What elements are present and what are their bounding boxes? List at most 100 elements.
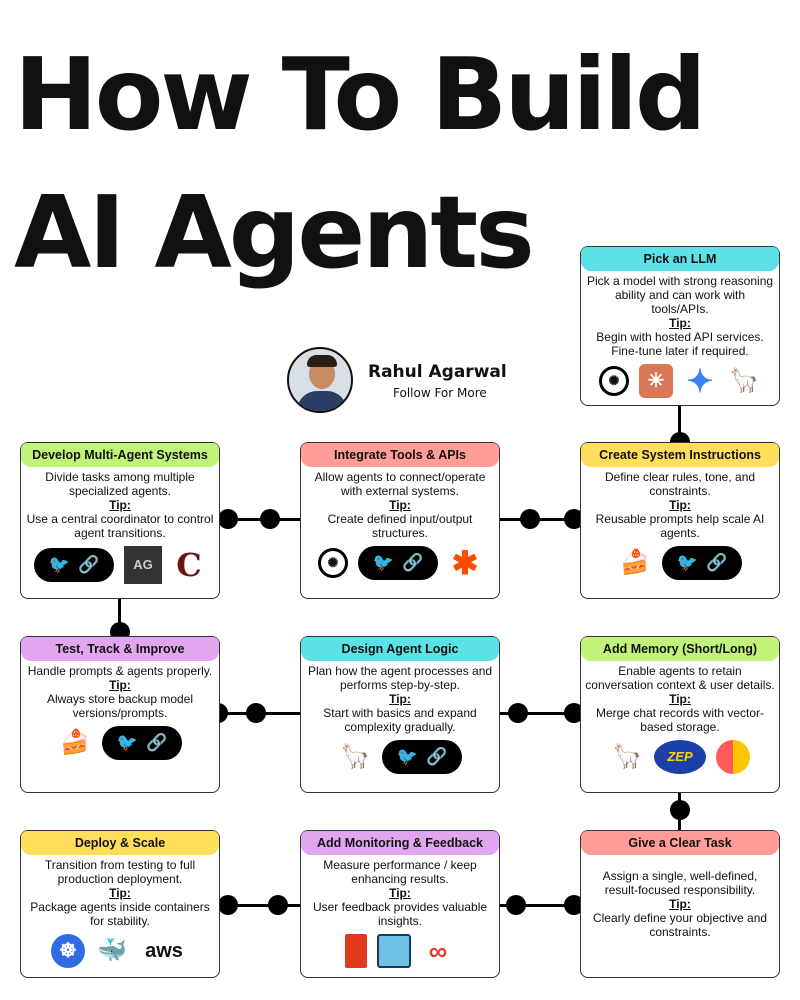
tip-label: Tip: [109,886,131,900]
step-description: Assign a single, well-defined, result-fo… [602,869,758,897]
tool-icons: 🐦🔗 AG C [21,546,219,584]
tool-icons: ∞ [301,934,499,968]
tip-text: Use a central coordinator to control age… [26,512,214,540]
langchain-icon: 🐦🔗 [358,546,438,580]
step-card: Deploy & Scale Transition from testing t… [20,830,220,978]
step-card: Add Monitoring & Feedback Measure perfor… [300,830,500,978]
tool-icons: ✺ 🐦🔗 ✱ [301,546,499,580]
langchain-icon: 🐦🔗 [382,740,462,774]
zapier-icon: ✱ [451,545,479,581]
step-title: Give a Clear Task [581,831,779,855]
step-description: Measure performance / keep enhancing res… [323,858,477,886]
step-card: Give a Clear Task Assign a single, well-… [580,830,780,978]
author-avatar[interactable] [287,347,353,413]
step-card: Develop Multi-Agent Systems Divide tasks… [20,442,220,599]
llama-icon: 🦙 [340,743,370,770]
tip-label: Tip: [389,692,411,706]
step-description: Divide tasks among multiple specialized … [45,470,195,498]
tip-text: User feedback provides valuable insights… [312,900,488,928]
openai-icon: ✺ [318,548,348,578]
langchain-icon: 🐦🔗 [34,548,114,582]
gemini-icon: ✦ [686,363,714,399]
tip-label: Tip: [669,316,691,330]
step-description: Pick a model with strong reasoning abili… [586,274,774,316]
step-card: Design Agent Logic Plan how the agent pr… [300,636,500,793]
step-title: Add Memory (Short/Long) [581,637,779,661]
connector-dot [564,703,584,723]
step-description: Handle prompts & agents properly. [27,664,213,678]
docker-icon: 🐳 [97,937,127,964]
follow-cta: Follow For More [393,386,487,400]
tool-icons: 🦙 🐦🔗 [301,740,499,774]
step-title: Pick an LLM [581,247,779,271]
step-title: Integrate Tools & APIs [301,443,499,467]
connector-dot [218,509,238,529]
autogen-icon: AG [124,546,162,584]
tip-text: Clearly define your objective and constr… [592,911,768,939]
connector [500,712,580,715]
connector [118,598,121,638]
connector-dot [564,509,584,529]
tip-label: Tip: [669,498,691,512]
connector-dot [508,703,528,723]
tool-icons: 🦙 ZEP [581,740,779,774]
tip-text: Create defined input/output structures. [327,512,473,540]
claude-icon: ✳ [639,364,673,398]
connector-dot [564,895,584,915]
step-title: Design Agent Logic [301,637,499,661]
connector-dot [670,800,690,820]
openai-icon: ✺ [599,366,629,396]
connector [678,404,681,444]
connector-dot [520,509,540,529]
tip-label: Tip: [669,692,691,706]
step-description: Transition from testing to full producti… [44,858,196,886]
tip-text: Reusable prompts help scale AI agents. [595,512,765,540]
step-title: Create System Instructions [581,443,779,467]
tip-text: Always store backup model versions/promp… [46,692,194,720]
tool-icons: 🍰 🐦🔗 [21,726,219,760]
crewai-icon: C [176,546,202,584]
title-line-2: AI Agents [14,174,535,291]
letta-llama-icon: 🦙 [612,743,642,770]
connector-dot [268,895,288,915]
kubernetes-icon: ☸ [51,934,85,968]
tip-label: Tip: [669,897,691,911]
step-description: Define clear rules, tone, and constraint… [604,470,756,498]
langchain-icon: 🐦🔗 [102,726,182,760]
tip-label: Tip: [109,498,131,512]
step-description: Allow agents to connect/operate with ext… [314,470,486,498]
connector-dot [506,895,526,915]
tool-icons: 🍰 🐦🔗 [581,546,779,580]
tip-label: Tip: [389,498,411,512]
tip-text: Package agents inside containers for sta… [30,900,210,928]
tool-icons: ✺ ✳ ✦ 🦙 [581,364,779,398]
mem-icon [716,740,750,774]
pipe-icon [345,934,367,968]
langchain-icon: 🐦🔗 [662,546,742,580]
connector [220,904,300,907]
step-card: Pick an LLM Pick a model with strong rea… [580,246,780,406]
connector [500,518,580,521]
cube-icon [377,934,411,968]
step-description: Enable agents to retain conversation con… [585,664,775,692]
step-title: Develop Multi-Agent Systems [21,443,219,467]
step-description: Plan how the agent processes and perform… [307,664,493,692]
llama-icon: 🦙 [729,367,759,394]
promptlayer-cake-icon: 🍰 [60,729,90,756]
title-line-1: How To Build [14,36,707,153]
connector-dot [246,703,266,723]
step-card: Add Memory (Short/Long) Enable agents to… [580,636,780,793]
zep-icon: ZEP [654,740,706,774]
connector-dot [218,895,238,915]
promptlayer-cake-icon: 🍰 [620,549,650,576]
step-card: Create System Instructions Define clear … [580,442,780,599]
step-title: Deploy & Scale [21,831,219,855]
step-title: Add Monitoring & Feedback [301,831,499,855]
tip-text: Merge chat records with vector-based sto… [595,706,765,734]
step-card: Test, Track & Improve Handle prompts & a… [20,636,220,793]
tip-label: Tip: [109,678,131,692]
step-title: Test, Track & Improve [21,637,219,661]
tip-label: Tip: [389,886,411,900]
connector-dot [260,509,280,529]
tip-text: Begin with hosted API services. Fine-tun… [596,330,764,358]
